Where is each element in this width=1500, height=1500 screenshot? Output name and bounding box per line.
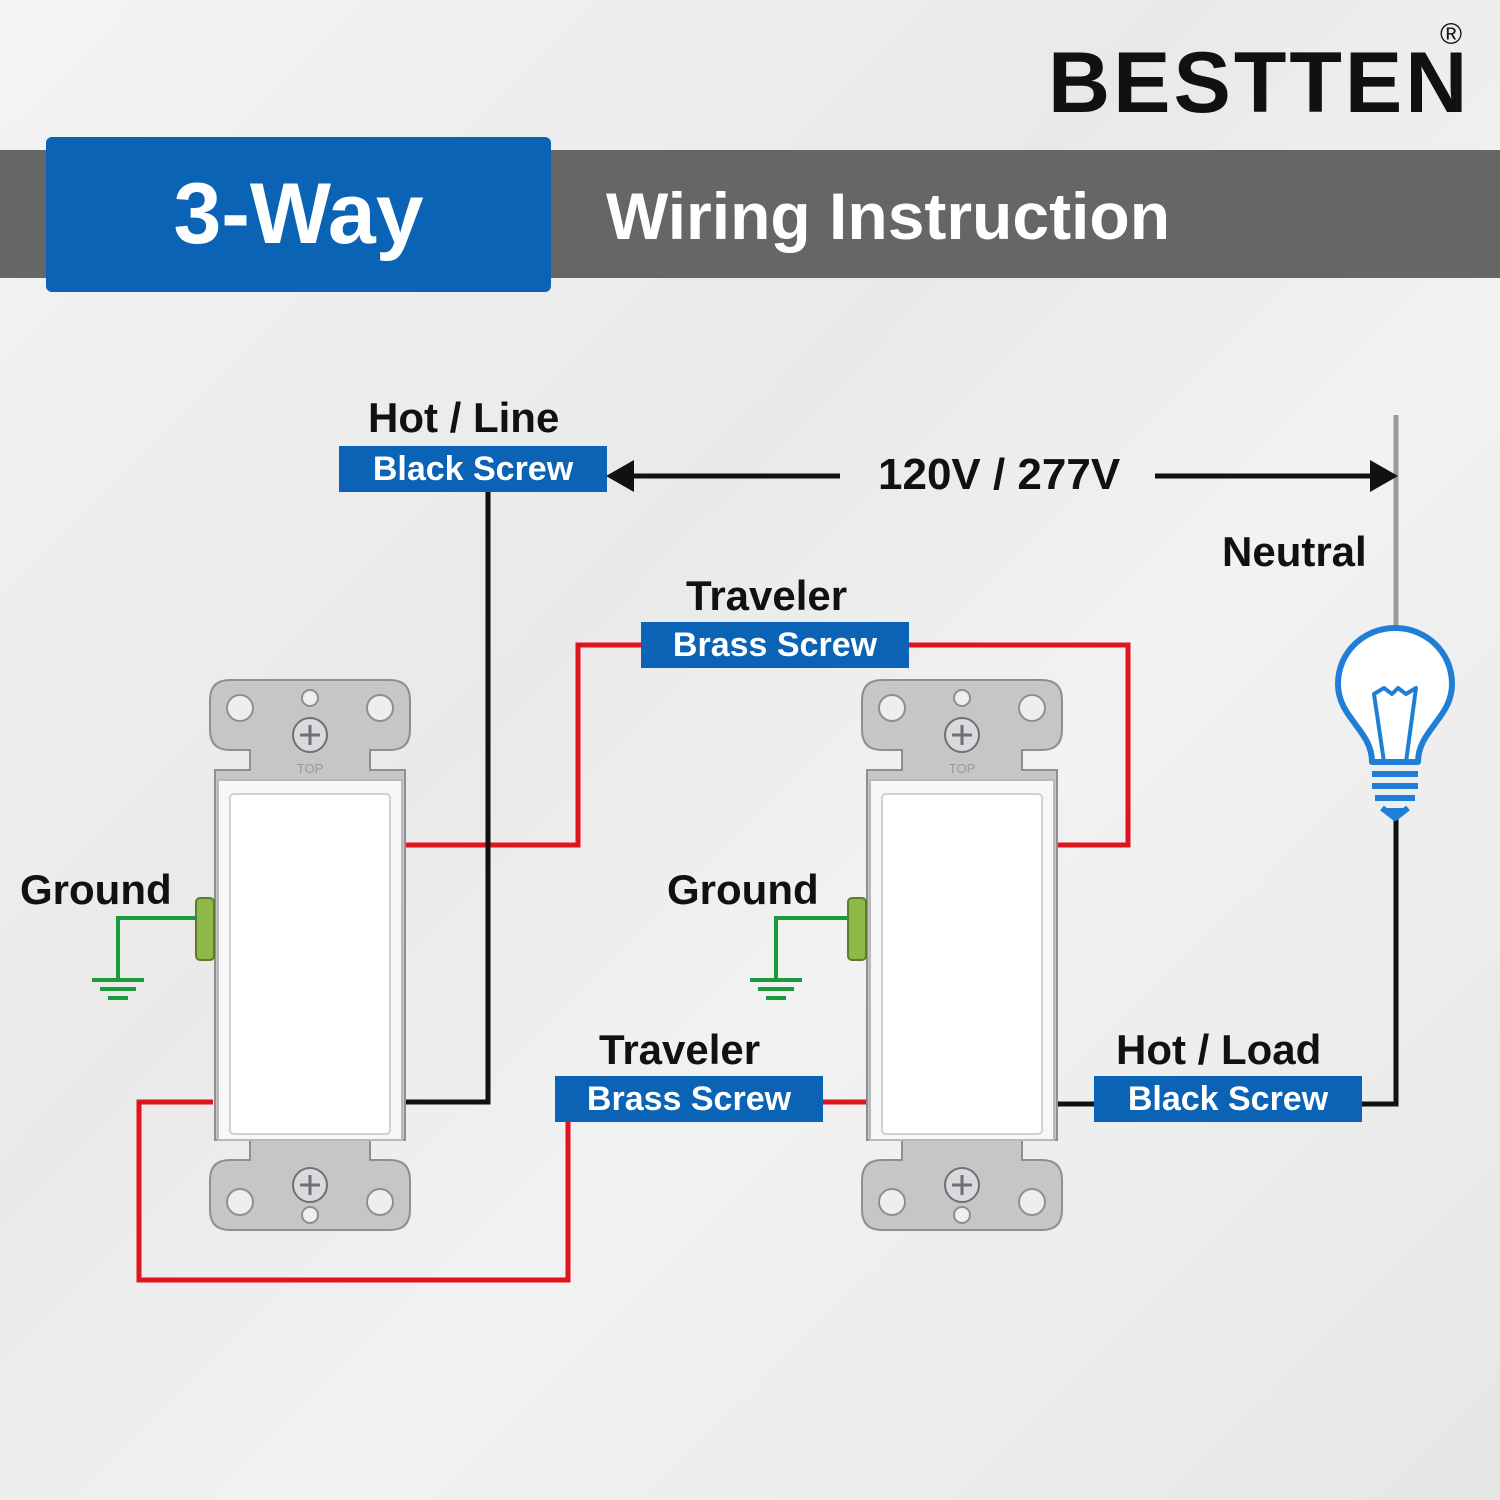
traveler-top-wire-right: [908, 642, 1131, 848]
switch-left-top-mark: TOP: [297, 761, 324, 776]
hot-load-label: Hot / Load: [1116, 1026, 1322, 1073]
traveler-top-label: Traveler: [686, 572, 848, 619]
traveler-bottom-tag: Brass Screw: [555, 1076, 823, 1122]
ground-symbol-icon: [748, 978, 804, 1000]
ground-right-label: Ground: [667, 866, 819, 913]
ground-symbol-icon: [90, 978, 146, 1000]
ground-screw-left: [195, 897, 215, 961]
light-bulb-icon: [1335, 625, 1455, 821]
hot-line-wire: [405, 492, 491, 1105]
traveler-top-tag: Brass Screw: [641, 622, 909, 668]
hot-line-tag: Black Screw: [339, 446, 607, 492]
switch-right-top-mark: TOP: [949, 761, 976, 776]
traveler-bottom-label: Traveler: [599, 1026, 761, 1073]
arrow-right-icon: [1370, 460, 1398, 492]
ground-left-label: Ground: [20, 866, 172, 913]
hot-load-wire-right: [1361, 815, 1399, 1107]
brand-logo: BESTTEN: [1048, 35, 1471, 131]
registered-mark: ®: [1440, 18, 1463, 51]
arrow-left-icon: [606, 460, 634, 492]
title-badge: 3-Way: [46, 137, 551, 292]
title-sub: Wiring Instruction: [606, 179, 1171, 253]
traveler-top-wire: [405, 642, 642, 848]
ground-screw-right: [847, 897, 867, 961]
hot-line-label: Hot / Line: [368, 394, 560, 441]
ground-wire-right: [774, 916, 848, 980]
voltage-label: 120V / 277V: [878, 450, 1121, 499]
neutral-label: Neutral: [1222, 528, 1367, 575]
hot-load-tag: Black Screw: [1094, 1076, 1362, 1122]
ground-wire-left: [116, 916, 196, 980]
title-main: 3-Way: [173, 166, 424, 262]
traveler-bottom-wire: [136, 1099, 571, 1283]
